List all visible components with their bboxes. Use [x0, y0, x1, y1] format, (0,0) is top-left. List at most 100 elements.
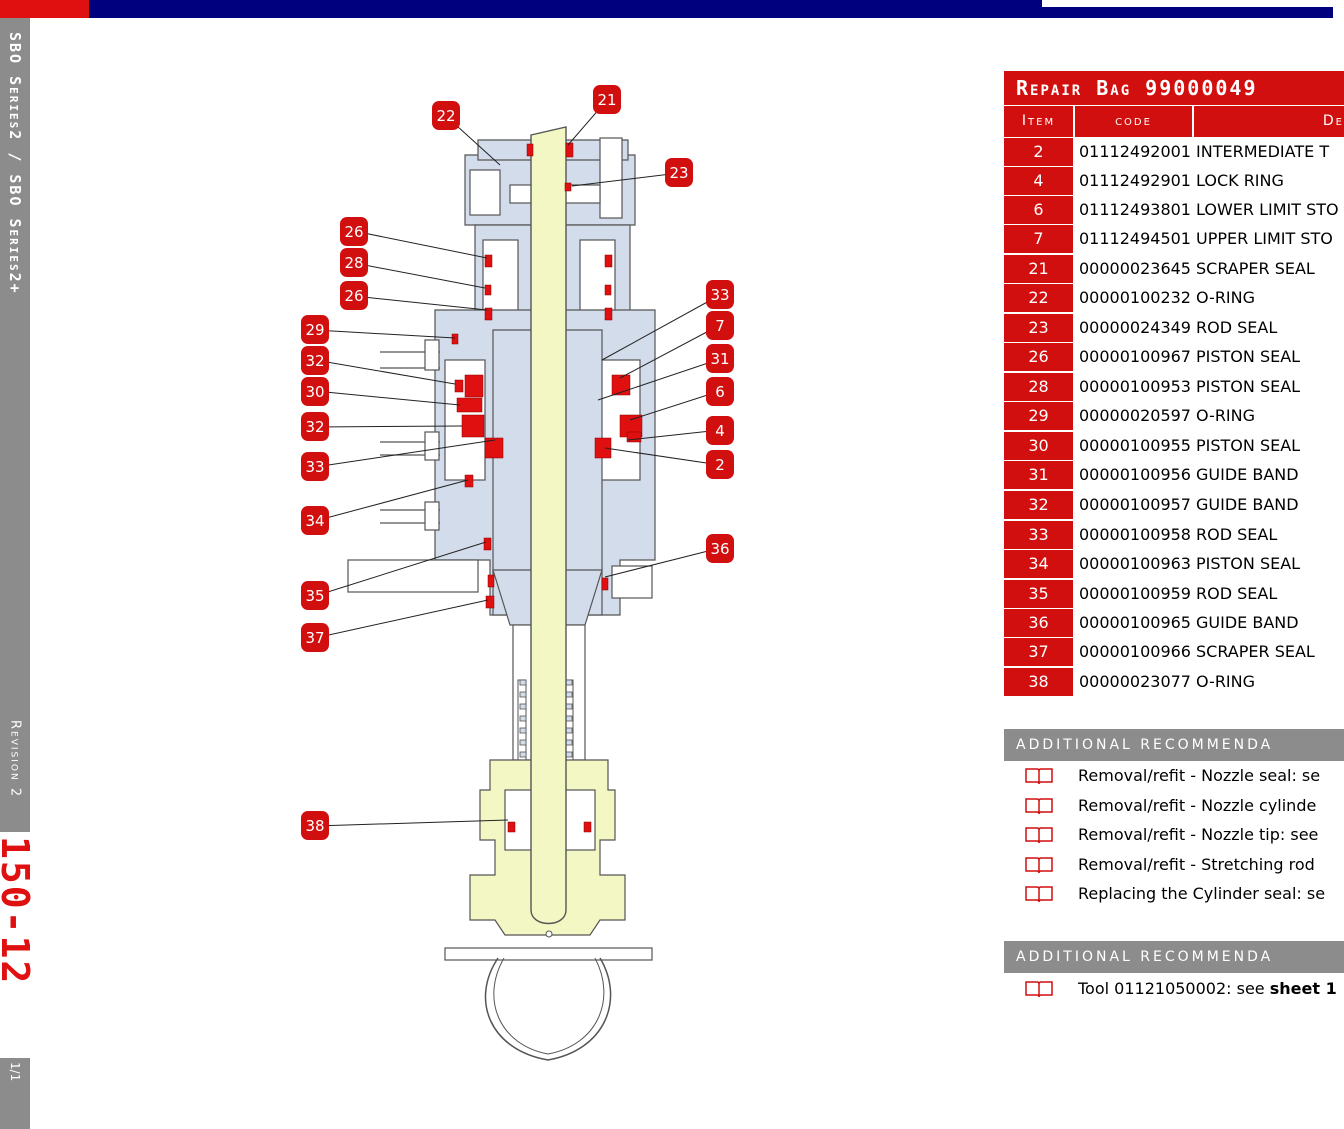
svg-text:29: 29	[305, 321, 324, 339]
recommendation-text: Removal/refit - Nozzle tip: see	[1078, 825, 1319, 844]
header-item: Item	[1004, 106, 1073, 137]
item-description: GUIDE BAND	[1196, 613, 1299, 632]
callout-6: 6	[706, 377, 734, 406]
item-number: 32	[1004, 491, 1073, 519]
item-code: 00000024349	[1079, 318, 1191, 337]
callout-29: 29	[301, 315, 329, 344]
callout-36: 36	[706, 534, 734, 563]
recommendation-text: Removal/refit - Nozzle cylinde	[1078, 796, 1317, 815]
sheet-reference: sheet 1	[1269, 979, 1337, 998]
callout-4: 4	[706, 416, 734, 445]
callout-32-b: 32	[301, 412, 329, 441]
svg-text:32: 32	[305, 352, 324, 370]
repair-bag-title: Repair Bag 99000049	[1004, 71, 1344, 105]
manual-book-icon	[1025, 981, 1053, 998]
item-code: 00000023645	[1079, 259, 1191, 278]
item-number: 35	[1004, 580, 1073, 608]
svg-text:4: 4	[715, 422, 725, 440]
callout-22: 22	[432, 101, 460, 130]
item-description: O-RING	[1196, 406, 1256, 425]
svg-text:7: 7	[715, 317, 725, 335]
callout-23: 23	[665, 158, 693, 187]
item-code: 00000100955	[1079, 436, 1191, 455]
item-number: 31	[1004, 461, 1073, 489]
recommendation-text: Removal/refit - Nozzle seal: se	[1078, 766, 1321, 785]
item-number: 33	[1004, 521, 1073, 549]
item-description: UPPER LIMIT STO	[1196, 229, 1333, 248]
item-code: 00000100966	[1079, 642, 1191, 661]
item-code: 00000100232	[1079, 288, 1191, 307]
item-number: 23	[1004, 314, 1073, 342]
item-code: 00000100967	[1079, 347, 1191, 366]
svg-text:34: 34	[305, 512, 324, 530]
page-number-box: 150-12	[0, 832, 37, 1058]
item-code: 01112492001	[1079, 142, 1191, 161]
svg-text:30: 30	[305, 383, 324, 401]
manual-book-icon	[1025, 768, 1053, 785]
svg-text:26: 26	[344, 287, 363, 305]
table-row: 7 01112494501 UPPER LIMIT STO	[1004, 225, 1344, 254]
top-bar-red-block	[0, 0, 89, 18]
callout-35: 35	[301, 581, 329, 610]
svg-text:33: 33	[305, 458, 324, 476]
top-bar	[0, 0, 1333, 18]
item-number: 34	[1004, 550, 1073, 578]
svg-text:23: 23	[669, 164, 688, 182]
callout-2: 2	[706, 450, 734, 479]
manual-book-icon	[1025, 886, 1053, 903]
header-code: code	[1075, 106, 1192, 137]
callout-33-right: 33	[706, 280, 734, 309]
callout-34: 34	[301, 506, 329, 535]
item-number: 2	[1004, 138, 1073, 166]
item-number: 37	[1004, 638, 1073, 666]
item-number: 4	[1004, 167, 1073, 195]
callout-26-b: 26	[340, 281, 368, 310]
svg-text:37: 37	[305, 629, 324, 647]
page-sub-number: 1/1	[8, 1062, 22, 1082]
item-description: INTERMEDIATE T	[1196, 142, 1330, 161]
tool-text: Tool 01121050002: see sheet 1	[1078, 975, 1337, 1003]
svg-text:33: 33	[710, 286, 729, 304]
item-number: 30	[1004, 432, 1073, 460]
header-description: De	[1194, 106, 1344, 137]
svg-text:26: 26	[344, 223, 363, 241]
svg-text:22: 22	[436, 107, 455, 125]
item-code: 00000100959	[1079, 584, 1191, 603]
callout-31: 31	[706, 344, 734, 373]
callout-30: 30	[301, 377, 329, 406]
svg-text:28: 28	[344, 254, 363, 272]
tool-text-prefix: Tool 01121050002: see	[1078, 979, 1270, 998]
item-number: 22	[1004, 284, 1073, 312]
item-code: 00000100953	[1079, 377, 1191, 396]
item-code: 00000100963	[1079, 554, 1191, 573]
svg-text:36: 36	[710, 540, 729, 558]
item-description: GUIDE BAND	[1196, 495, 1299, 514]
item-description: PISTON SEAL	[1196, 347, 1301, 366]
tools-header: ADDITIONAL RECOMMENDA	[1004, 941, 1344, 973]
manual-book-icon	[1025, 857, 1053, 874]
item-description: O-RING	[1196, 288, 1256, 307]
item-code: 01112492901	[1079, 171, 1191, 190]
callout-38: 38	[301, 811, 329, 840]
item-code: 00000100958	[1079, 525, 1191, 544]
item-code: 01112494501	[1079, 229, 1191, 248]
callout-33-left: 33	[301, 452, 329, 481]
svg-text:6: 6	[715, 383, 725, 401]
svg-text:31: 31	[710, 350, 729, 368]
callout-37: 37	[301, 623, 329, 652]
callout-28: 28	[340, 248, 368, 277]
item-code: 01112493801	[1079, 200, 1191, 219]
svg-text:2: 2	[715, 456, 725, 474]
manual-book-icon	[1025, 798, 1053, 815]
item-code: 00000100965	[1079, 613, 1191, 632]
item-description: PISTON SEAL	[1196, 377, 1301, 396]
item-number: 7	[1004, 225, 1073, 253]
table-row: 22 00000100232 O-RING	[1004, 284, 1344, 313]
nozzle-cross-section-drawing: 21 22 23 26 28 26 33 7 29 31 32 6 30 4 3…	[301, 85, 734, 1061]
